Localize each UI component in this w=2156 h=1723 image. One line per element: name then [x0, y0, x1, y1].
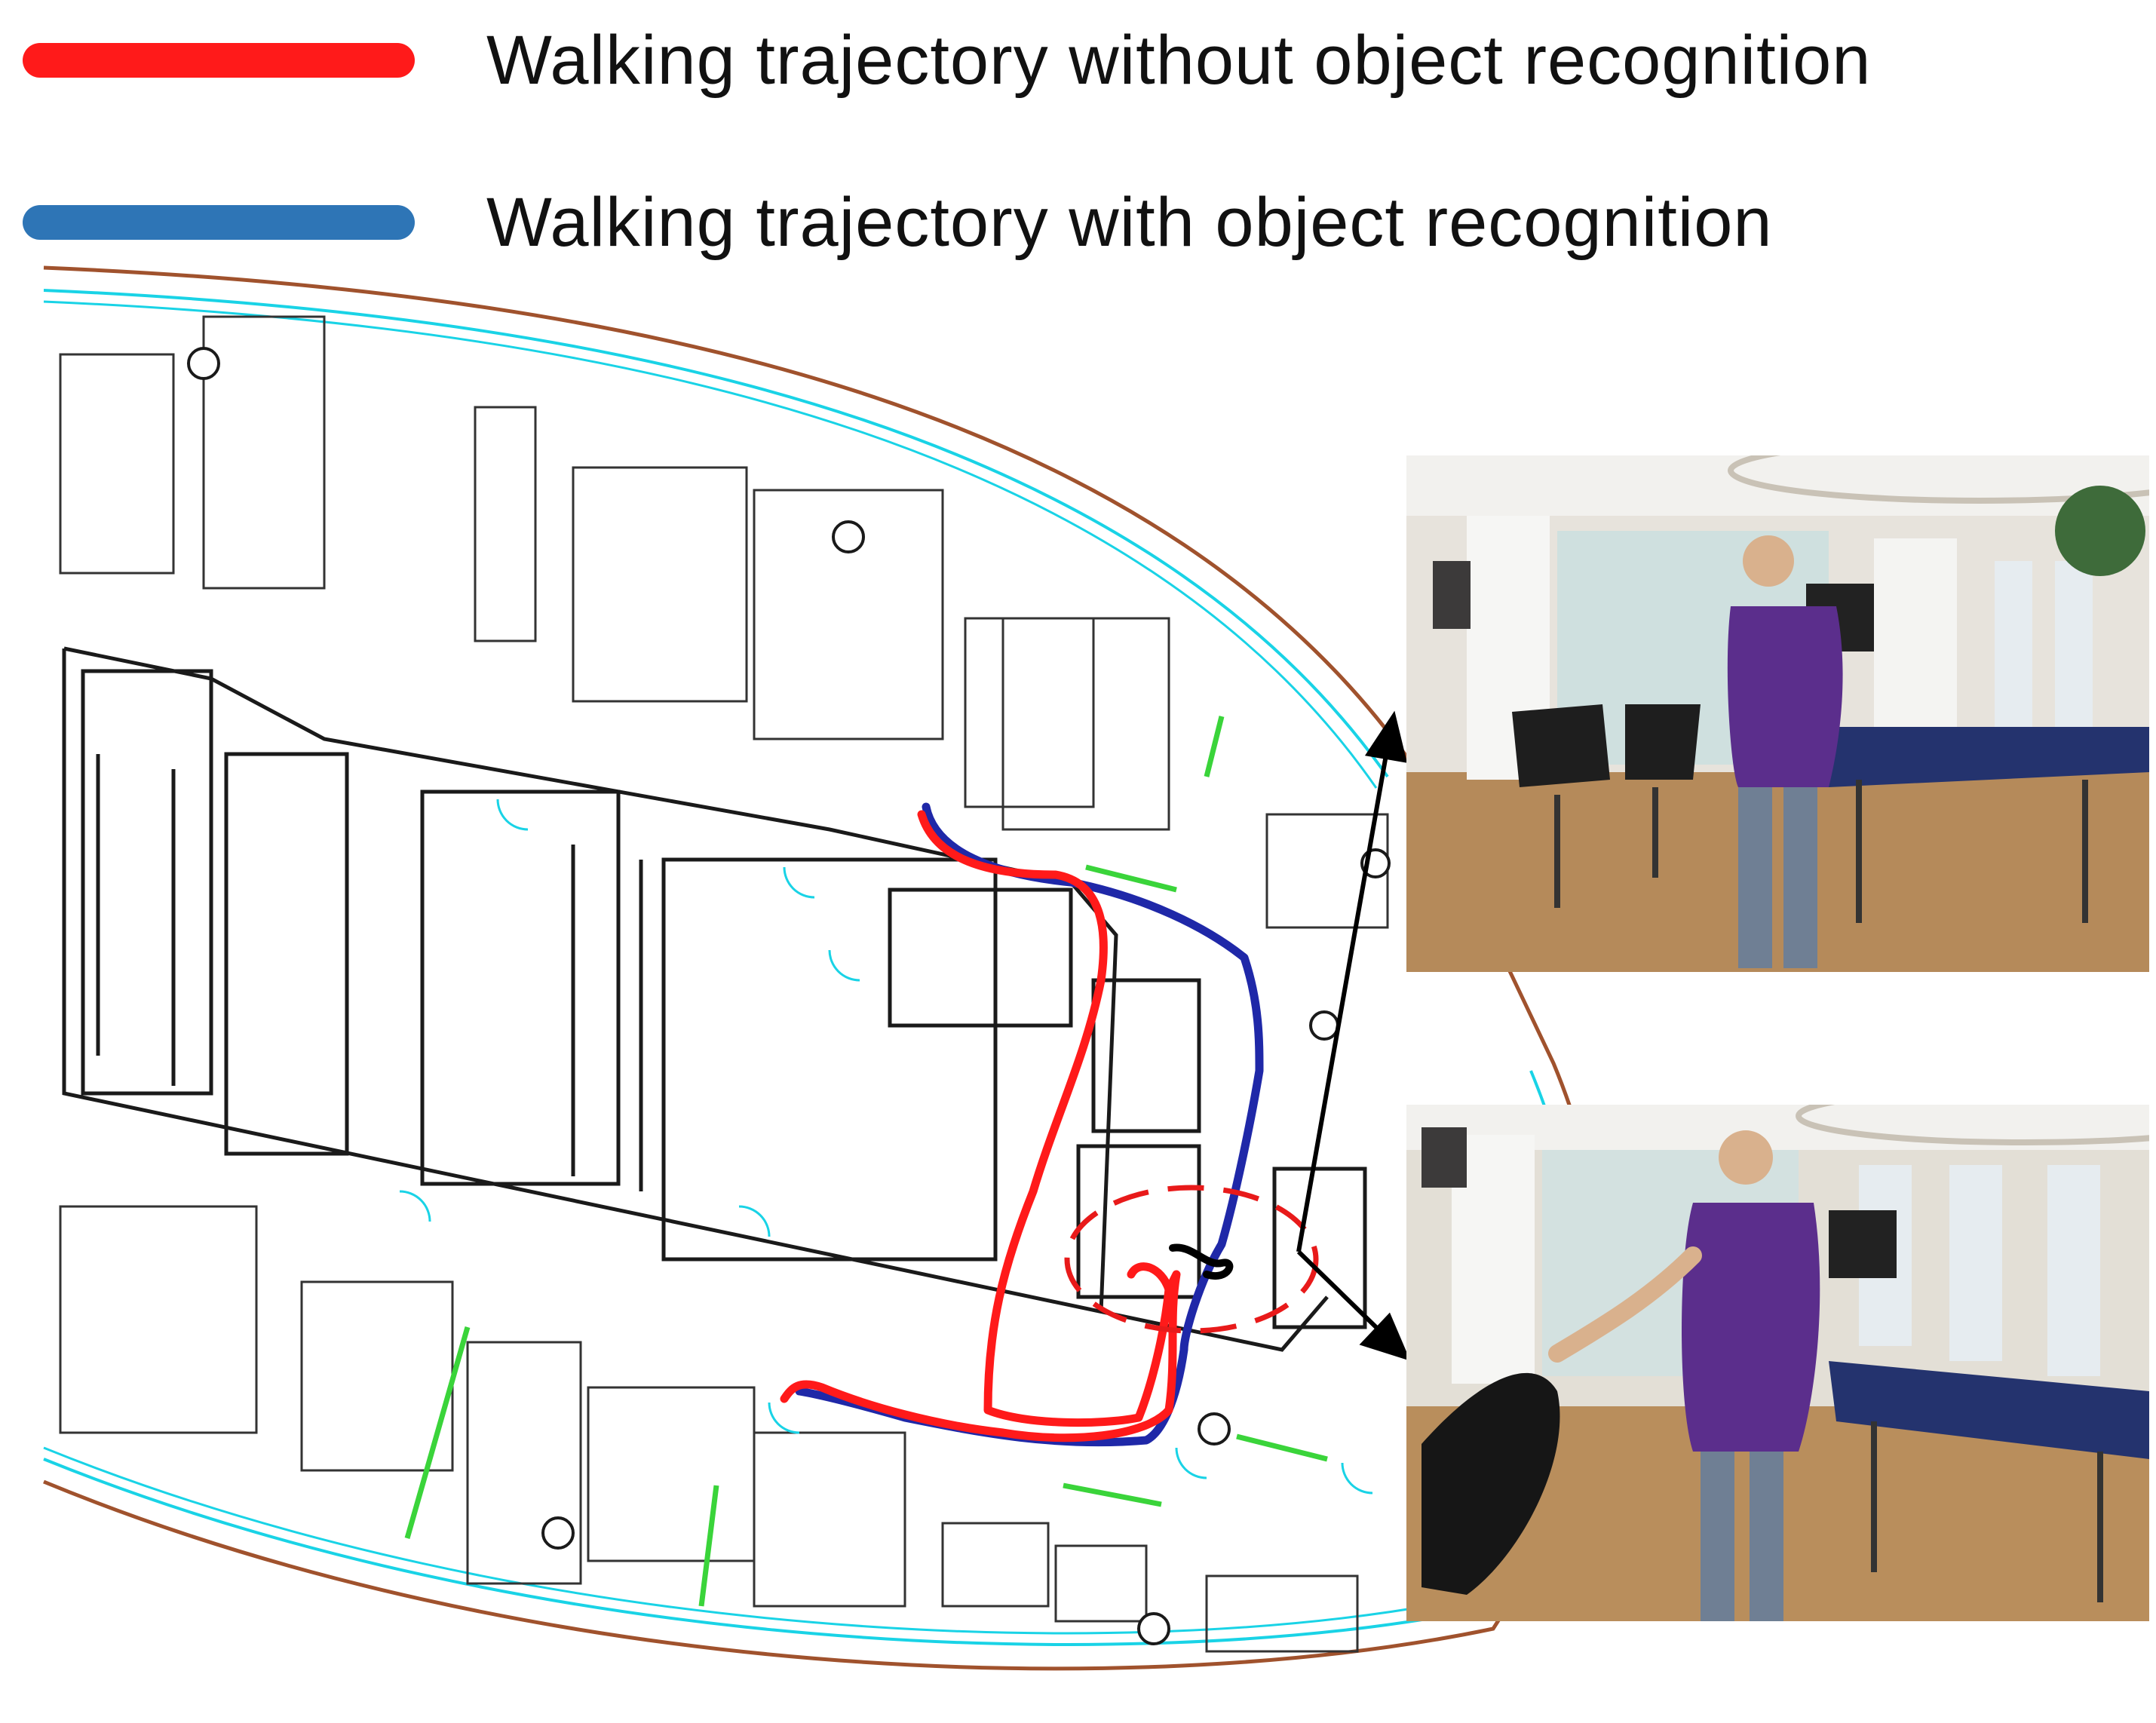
building-outer-shell	[43, 265, 1604, 1671]
glass-wall-north	[43, 289, 1389, 778]
photo-bottom-inset	[1406, 1105, 2149, 1621]
legend-item-with-recognition: Walking trajectory with object recogniti…	[23, 177, 1772, 268]
trajectory-without-recognition-detour	[1127, 1262, 1173, 1294]
legend-label-with-recognition: Walking trajectory with object recogniti…	[486, 183, 1773, 261]
legend-swatch-red	[23, 43, 415, 78]
desk-clusters	[59, 315, 1389, 1653]
columns	[187, 347, 1391, 1645]
pointer-arrows	[1296, 710, 1411, 1361]
legend-label-without-recognition: Walking trajectory without object recogn…	[486, 21, 1872, 99]
photo-top-inset	[1406, 455, 2149, 972]
highlight-ellipse	[1064, 1185, 1319, 1334]
obstacle-chair-marker	[1169, 1243, 1234, 1280]
central-core-walls	[62, 646, 1367, 1352]
trajectory-with-recognition	[795, 802, 1264, 1447]
glass-wall-south	[43, 1070, 1581, 1646]
office-photo-person-near-chairs-icon	[1406, 455, 2149, 972]
green-partitions	[404, 716, 1328, 1607]
legend-swatch-blue	[23, 205, 415, 240]
glass-wall-south-2	[43, 1446, 1467, 1635]
office-photo-person-moving-chair-icon	[1406, 1105, 2149, 1621]
trajectory-without-recognition	[780, 810, 1181, 1442]
legend-item-without-recognition: Walking trajectory without object recogn…	[23, 15, 1870, 106]
glass-wall-north-2	[43, 300, 1378, 789]
doors	[399, 799, 1373, 1495]
